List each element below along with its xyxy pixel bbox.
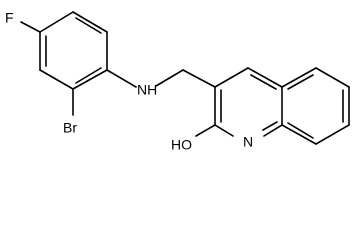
ring-bond bbox=[214, 124, 234, 137]
ring-double-bond bbox=[287, 74, 314, 90]
fluorine-label: F bbox=[5, 10, 14, 26]
ch2-c3-bond bbox=[182, 69, 216, 88]
c-f-bond bbox=[20, 21, 41, 33]
ring-bond bbox=[281, 124, 317, 145]
ring-bond bbox=[263, 124, 283, 137]
bromine-label: Br bbox=[63, 120, 77, 136]
fluorobromophenyl-ring bbox=[39, 11, 108, 90]
ring-double-bond bbox=[250, 74, 277, 90]
quinoline-pyridine-ring bbox=[214, 67, 283, 137]
ring-double-bond bbox=[287, 122, 314, 139]
ring-bond bbox=[247, 67, 283, 88]
ring-bond bbox=[214, 67, 249, 88]
hydroxyl-label: HO bbox=[171, 137, 192, 153]
ring-double-bond bbox=[75, 17, 102, 34]
amine-nh-label: NH bbox=[137, 82, 157, 98]
ring-nitrogen-label: N bbox=[243, 134, 253, 150]
ring-bond bbox=[72, 69, 108, 90]
c-oh-bond bbox=[195, 124, 216, 137]
n-ch2-bond bbox=[155, 69, 184, 87]
c-n-bond bbox=[106, 69, 137, 88]
ring-bond bbox=[39, 69, 74, 90]
ring-bond bbox=[281, 67, 317, 88]
ring-double-bond bbox=[262, 121, 278, 131]
ring-double-bond bbox=[75, 67, 102, 84]
ring-bond bbox=[315, 67, 350, 88]
ring-bond bbox=[39, 11, 74, 33]
ring-bond bbox=[315, 124, 350, 145]
chemical-structure-diagram: F Br NH HO N bbox=[5, 10, 350, 153]
ring-bond bbox=[72, 11, 108, 33]
quinoline-benzo-ring bbox=[281, 67, 350, 145]
